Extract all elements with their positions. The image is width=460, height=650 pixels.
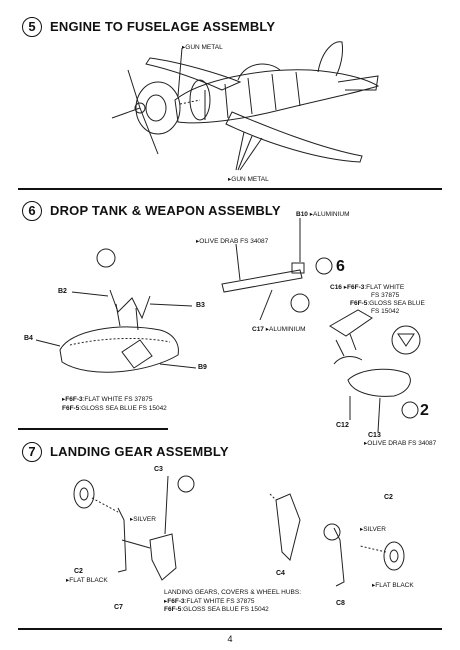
page-number: 4: [227, 634, 233, 644]
footer-divider: [18, 628, 442, 630]
step-number-6: 6: [22, 201, 42, 221]
part-c2-right: C2: [384, 494, 393, 501]
aircraft-fuselage-illustration: [111, 41, 380, 171]
part-count-6: 6: [336, 258, 345, 275]
part-b2: B2: [58, 288, 67, 295]
flat-black-right-callout: ▸FLAT BLACK: [372, 582, 414, 589]
part-c3: C3: [154, 466, 163, 473]
step-title-7: LANDING GEAR ASSEMBLY: [50, 444, 229, 459]
drop-tank-illustration: [35, 218, 421, 433]
gun-metal-top-callout: ▸GUN METAL: [182, 44, 223, 51]
flat-black-left-callout: ▸FLAT BLACK: [66, 577, 108, 584]
part-c12: C12: [336, 422, 349, 429]
note-title: LANDING GEARS, COVERS & WHEEL HUBS:: [164, 589, 302, 596]
step-title-5: ENGINE TO FUSELAGE ASSEMBLY: [50, 19, 276, 34]
olive-drab-callout: ▸OLIVE DRAB FS 34087: [196, 238, 269, 245]
b10-callout: B10 ▸ALUMINIUM: [296, 211, 350, 218]
part-c7: C7: [114, 604, 123, 611]
part-b3: B3: [196, 302, 205, 309]
part-b4: B4: [24, 335, 33, 342]
part-count-2: 2: [420, 402, 429, 419]
c13-color-callout: ▸OLIVE DRAB FS 34087: [364, 440, 437, 447]
part-c4: C4: [276, 570, 285, 577]
part-c2-left: C2: [74, 568, 83, 575]
step-number-7: 7: [22, 442, 42, 462]
c17-callout: C17 ▸ALUMINIUM: [252, 326, 306, 333]
silver-right-callout: ▸SILVER: [360, 526, 386, 533]
landing-gear-illustration: [73, 475, 405, 587]
part-b9: B9: [198, 364, 207, 371]
tank-color-note: ▸F6F-3:FLAT WHITE FS 37875 F6F-5:GLOSS S…: [62, 396, 167, 412]
part-c13: C13: [368, 432, 381, 439]
part-c8: C8: [336, 600, 345, 607]
c16-f6f5-fs: FS 15042: [371, 308, 400, 315]
step-number-5: 5: [22, 17, 42, 37]
section-divider: [18, 188, 442, 190]
landing-gear-color-note: LANDING GEARS, COVERS & WHEEL HUBS: ▸F6F…: [164, 589, 302, 613]
c16-f6f3-fs: FS 37875: [371, 292, 400, 299]
gun-metal-bottom-callout: ▸GUN METAL: [228, 176, 269, 183]
silver-left-callout: ▸SILVER: [130, 516, 156, 523]
section-divider: [18, 428, 168, 430]
c16-callout: C16 ▸F6F-3:FLAT WHITE: [330, 284, 405, 291]
c16-f6f5-callout: F6F-5:GLOSS SEA BLUE: [350, 300, 425, 307]
step-title-6: DROP TANK & WEAPON ASSEMBLY: [50, 203, 281, 218]
